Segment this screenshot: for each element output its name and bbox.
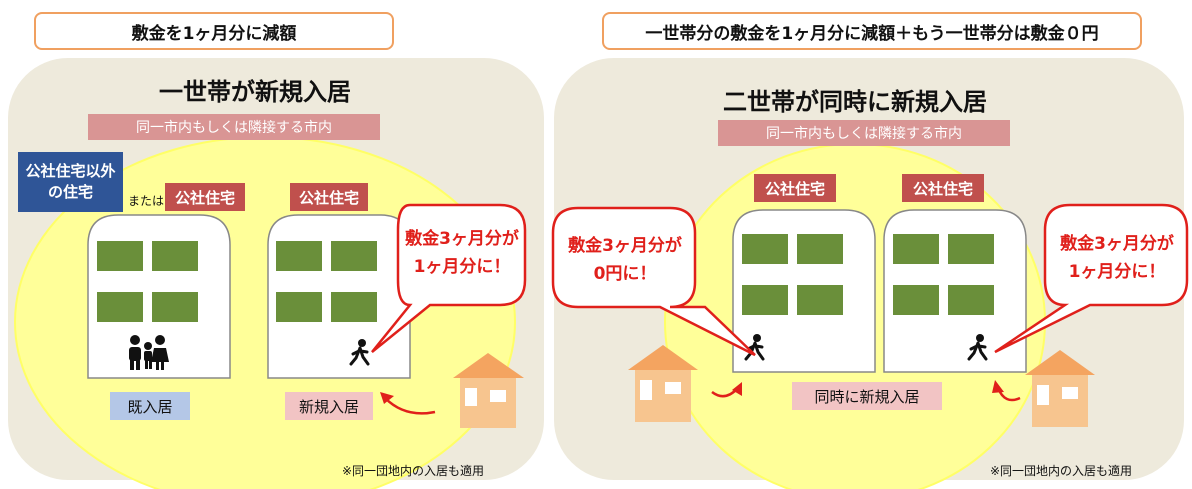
- one-month-line2: 1ヶ月分に！: [1068, 262, 1166, 282]
- public-housing-label-b: 公社住宅: [290, 183, 368, 211]
- zero-yen-line1: 敷金3ヶ月分が: [568, 236, 682, 256]
- house-icon-left-panel: [453, 353, 524, 428]
- existing-resident-tag: 既入居: [110, 392, 190, 420]
- public-housing-label-a: 公社住宅: [165, 183, 245, 211]
- family-icon: [129, 335, 169, 370]
- zero-yen-bubble-text: 敷金3ヶ月分が 0円に！: [555, 232, 695, 288]
- left-bubble-line1: 敷金3ヶ月分が: [405, 229, 519, 249]
- move-in-arrow-left: [384, 397, 436, 415]
- public-housing-label-c: 公社住宅: [754, 174, 836, 202]
- existing-building: [87, 214, 231, 379]
- zero-yen-line2: 0円に！: [593, 264, 657, 284]
- left-area-band: 同一市内もしくは隣接する市内: [88, 114, 380, 140]
- new-building-1: [732, 209, 876, 373]
- right-header: 一世帯分の敷金を1ヶ月分に減額＋もう一世帯分は敷金０円: [602, 12, 1142, 50]
- public-housing-label-d: 公社住宅: [902, 174, 984, 202]
- walking-person-icon: [349, 339, 370, 366]
- speech-bubble-one-month: [994, 203, 1189, 354]
- simultaneous-move-in-tag: 同時に新規入居: [792, 382, 942, 410]
- right-note: ※同一団地内の入居も適用: [990, 464, 1133, 478]
- new-resident-tag: 新規入居: [285, 392, 373, 420]
- left-bubble-text: 敷金3ヶ月分が 1ヶ月分に！: [400, 225, 524, 281]
- right-area-band: 同一市内もしくは隣接する市内: [718, 120, 1010, 146]
- left-note: ※同一団地内の入居も適用: [342, 464, 485, 478]
- new-building-2: [883, 209, 1027, 373]
- or-word: または: [128, 194, 165, 208]
- house-icon-right-1: [628, 345, 698, 422]
- one-month-line1: 敷金3ヶ月分が: [1060, 234, 1174, 254]
- left-panel-title: 一世帯が新規入居: [159, 78, 351, 106]
- left-bubble-line2: 1ヶ月分に！: [413, 257, 511, 277]
- house-icon-right-2: [1025, 350, 1095, 427]
- other-housing-label: 公社住宅以外の住宅: [18, 152, 123, 212]
- one-month-bubble-text: 敷金3ヶ月分が 1ヶ月分に！: [1047, 230, 1187, 286]
- new-building-left: [267, 214, 411, 379]
- right-panel-title: 二世帯が同時に新規入居: [723, 88, 987, 116]
- left-header: 敷金を1ヶ月分に減額: [34, 12, 394, 50]
- speech-bubble-zero-yen: [551, 206, 756, 357]
- speech-bubble-left-panel: [371, 203, 527, 353]
- walking-person-icon-right-2: [967, 334, 988, 361]
